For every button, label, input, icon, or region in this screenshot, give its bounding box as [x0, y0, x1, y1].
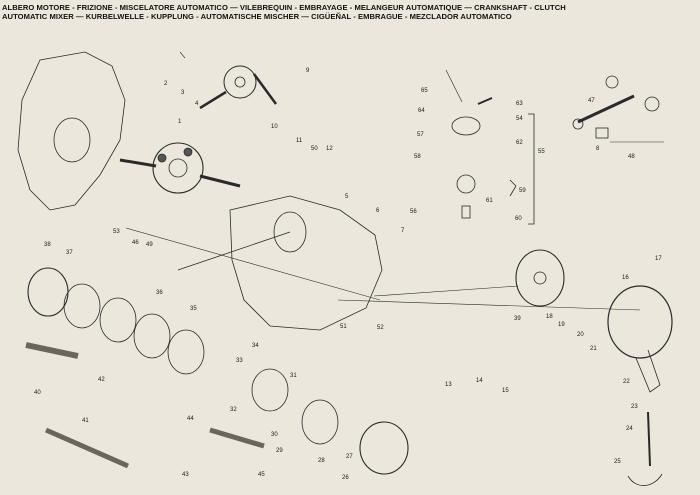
connecting-rod-right	[572, 75, 660, 139]
callout-3: 3	[181, 90, 185, 96]
callout-10: 10	[271, 124, 278, 130]
crankcase-half-left-drawing	[17, 51, 126, 211]
callout-labels: 1 2 3 4 5 6 7 8 9 10 11 12 13 14 15 16 1…	[34, 68, 662, 481]
callout-41: 41	[82, 418, 89, 424]
drive-shaft-line	[177, 231, 291, 271]
callout-37: 37	[66, 250, 73, 256]
header-title-line-1: ALBERO MOTORE - FRIZIONE - MISCELATORE A…	[2, 3, 566, 12]
callout-57: 57	[417, 132, 424, 138]
callout-43: 43	[182, 472, 189, 478]
callout-56: 56	[410, 209, 417, 215]
callout-54: 54	[516, 116, 523, 122]
crankcase-center-drawing	[229, 195, 383, 331]
callout-22: 22	[623, 379, 630, 385]
callout-14: 14	[476, 378, 483, 384]
callout-47: 47	[588, 98, 595, 104]
crankshaft-assembly-left	[119, 142, 241, 194]
callout-28: 28	[318, 458, 325, 464]
callout-16: 16	[622, 275, 629, 281]
callout-27: 27	[346, 454, 353, 460]
callout-26: 26	[342, 475, 349, 481]
callout-44: 44	[187, 416, 194, 422]
callout-20: 20	[577, 332, 584, 338]
callout-61: 61	[486, 198, 493, 204]
callout-18: 18	[546, 314, 553, 320]
callout-45: 45	[258, 472, 265, 478]
callout-49: 49	[146, 242, 153, 248]
crankcase-center-bore	[273, 211, 307, 253]
callout-58: 58	[414, 154, 421, 160]
callout-23: 23	[631, 404, 638, 410]
callout-35: 35	[190, 306, 197, 312]
crankcase-left-bearing-seat	[53, 117, 91, 163]
callout-2: 2	[164, 81, 168, 87]
callout-11: 11	[296, 138, 303, 144]
callout-50: 50	[311, 146, 318, 152]
callout-32: 32	[230, 407, 237, 413]
callout-6: 6	[376, 208, 380, 214]
callout-53: 53	[113, 229, 120, 235]
callout-34: 34	[252, 343, 259, 349]
push-rod	[44, 427, 130, 469]
callout-5: 5	[345, 194, 349, 200]
callout-42: 42	[98, 377, 105, 383]
callout-33: 33	[236, 358, 243, 364]
clutch-housing-center	[515, 249, 565, 307]
callout-51: 51	[340, 324, 347, 330]
header-title-line-2: AUTOMATIC MIXER — KURBELWELLE - KUPPLUNG…	[2, 12, 512, 21]
callout-24: 24	[626, 426, 633, 432]
callout-65: 65	[421, 88, 428, 94]
automatic-mixer-parts	[451, 97, 535, 225]
callout-17: 17	[655, 256, 662, 262]
callout-12: 12	[326, 146, 333, 152]
callout-9: 9	[306, 68, 310, 74]
cable-end-hook	[627, 473, 663, 486]
callout-38: 38	[44, 242, 51, 248]
callout-15: 15	[502, 388, 509, 394]
callout-46: 46	[132, 240, 139, 246]
clutch-disc-stack	[27, 267, 289, 412]
callout-52: 52	[377, 325, 384, 331]
callout-29: 29	[276, 448, 283, 454]
crankshaft-assembly-top	[199, 65, 278, 110]
callout-30: 30	[271, 432, 278, 438]
callout-64: 64	[418, 108, 425, 114]
cable-rod	[647, 411, 651, 467]
clutch-cover-right	[607, 285, 673, 393]
callout-19: 19	[558, 322, 565, 328]
callout-62: 62	[516, 140, 523, 146]
clutch-drum-lower	[301, 399, 409, 475]
callout-40: 40	[34, 390, 41, 396]
header-title-block: ALBERO MOTORE - FRIZIONE - MISCELATORE A…	[0, 0, 700, 38]
callout-39: 39	[514, 316, 521, 322]
callout-63: 63	[516, 101, 523, 107]
callout-7: 7	[401, 228, 405, 234]
clutch-shaft	[209, 427, 265, 449]
callout-36: 36	[156, 290, 163, 296]
callout-13: 13	[445, 382, 452, 388]
callout-48: 48	[628, 154, 635, 160]
callout-21: 21	[590, 346, 597, 352]
callout-31: 31	[290, 373, 297, 379]
callout-8: 8	[596, 146, 600, 152]
callout-1: 1	[178, 119, 182, 125]
callout-60: 60	[515, 216, 522, 222]
primary-shaft	[25, 342, 79, 359]
callout-4: 4	[195, 101, 199, 107]
callout-25: 25	[614, 459, 621, 465]
callout-55: 55	[538, 149, 545, 155]
callout-59: 59	[519, 188, 526, 194]
